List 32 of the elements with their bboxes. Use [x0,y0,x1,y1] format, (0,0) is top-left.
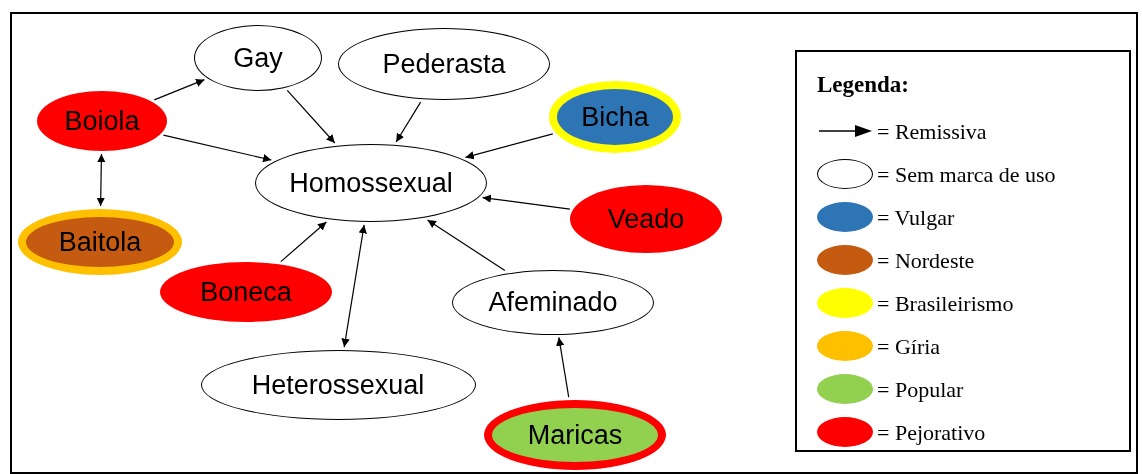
arrow [162,134,272,163]
legend-text: = Vulgar [877,203,955,232]
term-label: Maricas [527,418,623,452]
term-label: Veado [607,202,685,236]
term-label: Bicha [581,100,649,134]
term-label: Boiola [64,104,140,138]
arrow [395,101,422,143]
legend-text: = Remissiva [877,117,987,146]
arrow [280,221,327,263]
legend-text: = Sem marca de uso [877,160,1056,189]
term-label: Homossexual [289,166,453,200]
arrow [556,336,570,398]
term-label: Heterossexual [251,368,425,402]
term-ellipse [37,91,167,151]
arrow [426,219,506,272]
legend-text: = Pejorativo [877,418,986,447]
arrow [481,194,571,210]
arrow [96,153,106,207]
legend-text: = Gíria [877,332,941,361]
term-label: Boneca [200,275,292,309]
term-label: Afeminado [488,285,618,319]
legend-text: = Popular [877,375,964,404]
arrow [286,89,336,144]
arrow [153,78,206,101]
legend-text: = Brasileirismo [877,289,1014,318]
legend-text: = Nordeste [877,246,975,275]
arrow [341,224,367,348]
term-label: Baitola [58,225,142,259]
arrow [464,133,554,160]
term-label: Pederasta [382,47,506,81]
legend-title: Legenda: [817,71,910,99]
term-label: Gay [233,41,283,75]
